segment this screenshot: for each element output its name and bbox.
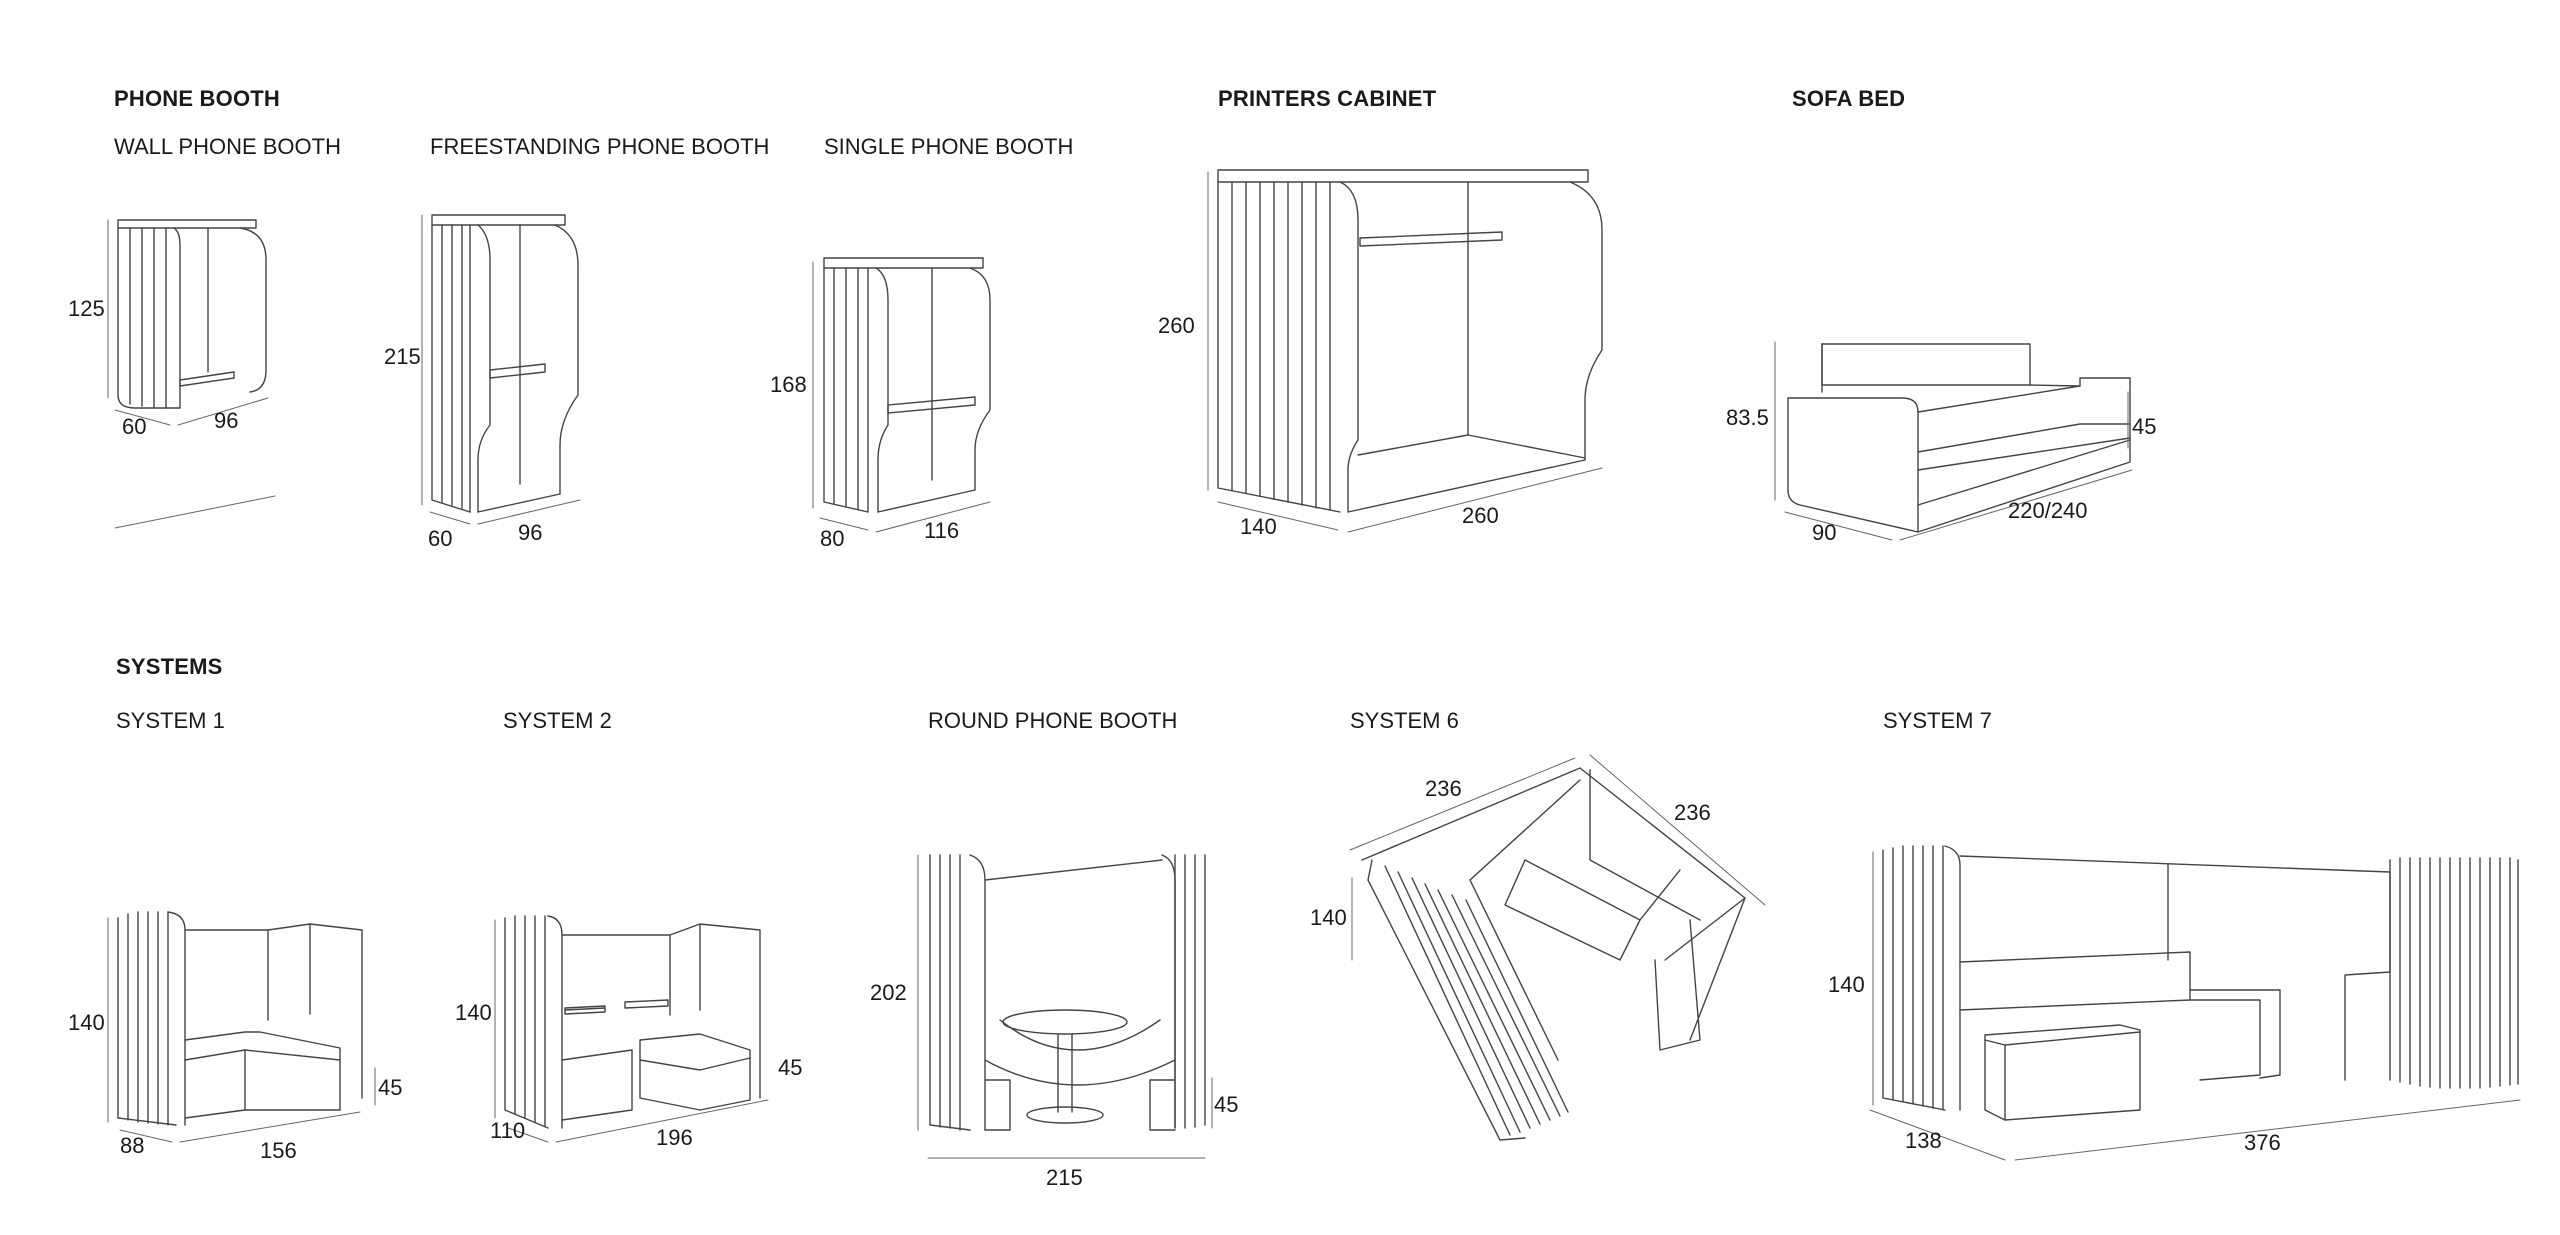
dim-single-width: 116: [924, 518, 960, 543]
dim-wall-width: 96: [214, 408, 239, 433]
title-system-1: SYSTEM 1: [116, 708, 225, 733]
title-round-phone-booth: ROUND PHONE BOOTH: [928, 708, 1178, 733]
dim-cabinet-depth: 140: [1240, 514, 1277, 539]
dim-single-height: 168: [770, 372, 807, 397]
dim-sofa-width: 220/240: [2008, 498, 2088, 523]
dim-round-seat: 45: [1214, 1092, 1239, 1117]
dim-round-height: 202: [870, 980, 907, 1005]
title-single-phone-booth: SINGLE PHONE BOOTH: [824, 134, 1074, 159]
dim-sofa-depth: 90: [1812, 520, 1837, 545]
title-freestanding-phone-booth: FREESTANDING PHONE BOOTH: [430, 134, 770, 159]
dim-system7-depth: 138: [1905, 1128, 1942, 1153]
section-heading-systems: SYSTEMS: [116, 654, 223, 679]
title-system-7: SYSTEM 7: [1883, 708, 1992, 733]
dim-freestanding-depth: 60: [428, 526, 453, 551]
freestanding-phone-booth-drawing: [421, 214, 581, 525]
system-6-drawing: [1349, 754, 1766, 1141]
dim-system2-width: 196: [656, 1125, 693, 1150]
dim-freestanding-width: 96: [518, 520, 543, 545]
wall-phone-booth-drawing: [107, 219, 276, 529]
single-phone-booth-drawing: [812, 257, 991, 533]
dim-system1-width: 156: [260, 1138, 297, 1163]
dim-cabinet-width: 260: [1462, 503, 1499, 528]
section-heading-sofa-bed: SOFA BED: [1792, 86, 1906, 111]
dim-wall-height: 125: [68, 296, 105, 321]
dim-sofa-height: 83.5: [1726, 405, 1769, 430]
section-heading-phone-booth: PHONE BOOTH: [114, 86, 280, 111]
title-wall-phone-booth: WALL PHONE BOOTH: [114, 134, 341, 159]
dim-system6-height: 140: [1310, 905, 1347, 930]
dim-wall-depth: 60: [122, 414, 147, 439]
dim-cabinet-height: 260: [1158, 313, 1195, 338]
dim-freestanding-height: 215: [384, 344, 421, 369]
dim-single-depth: 80: [820, 526, 845, 551]
system-1-drawing: [107, 911, 376, 1143]
dim-system1-depth: 88: [120, 1133, 145, 1158]
printers-cabinet-drawing: [1207, 169, 1603, 533]
dim-system2-height: 140: [455, 1000, 492, 1025]
dim-system2-depth: 110: [490, 1118, 526, 1143]
section-heading-printers-cabinet: PRINTERS CABINET: [1218, 86, 1437, 111]
title-system-6: SYSTEM 6: [1350, 708, 1459, 733]
dim-sofa-seat: 45: [2132, 414, 2157, 439]
round-phone-booth-drawing: [917, 854, 1213, 1159]
dim-system7-width: 376: [2244, 1130, 2281, 1155]
dim-system6-width-a: 236: [1425, 776, 1462, 801]
dim-round-width: 215: [1046, 1165, 1083, 1190]
system-2-drawing: [494, 915, 769, 1143]
dim-system7-height: 140: [1828, 972, 1865, 997]
dim-system1-height: 140: [68, 1010, 105, 1035]
sofa-bed-drawing: [1774, 341, 2133, 541]
system-7-drawing: [1869, 845, 2521, 1161]
dim-system6-width-b: 236: [1674, 800, 1711, 825]
dim-system2-seat: 45: [778, 1055, 803, 1080]
dim-system1-seat: 45: [378, 1075, 403, 1100]
title-system-2: SYSTEM 2: [503, 708, 612, 733]
